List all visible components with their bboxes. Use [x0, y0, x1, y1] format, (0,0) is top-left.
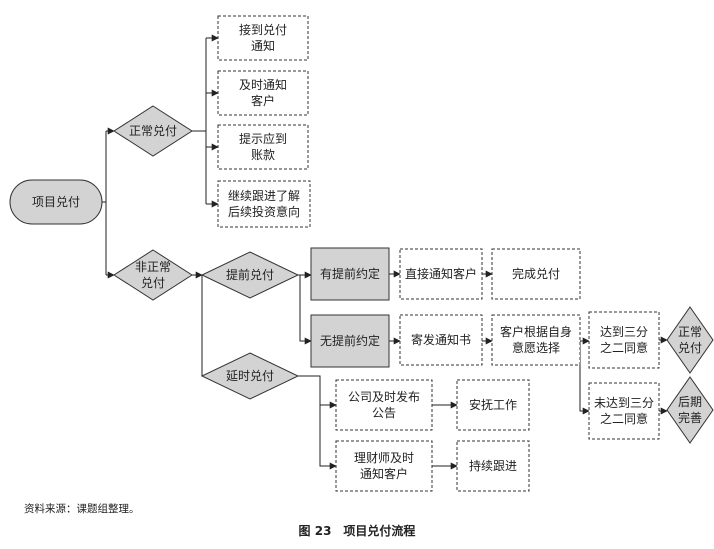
- early-diamond: [200, 251, 300, 299]
- normal-diamond: [113, 105, 193, 157]
- edge-to-planner-notify: [319, 405, 337, 470]
- edge-to-no-agreement: [299, 275, 312, 345]
- root-shape: [9, 179, 103, 225]
- box-receive-notice: [217, 15, 309, 61]
- node-shapes: [9, 15, 714, 492]
- delay-diamond: [200, 352, 300, 400]
- connector-lines: [102, 34, 668, 470]
- box-pacify: [456, 379, 530, 431]
- edge-to-not-two-thirds: [579, 341, 590, 415]
- box-remind-payment: [217, 124, 309, 170]
- box-continue-follow: [456, 440, 530, 492]
- source-note: 资料来源：课题组整理。: [24, 503, 140, 515]
- later-improve-diamond: [666, 376, 714, 444]
- box-two-thirds: [588, 311, 660, 369]
- box-company-notice: [335, 379, 433, 431]
- figure-caption: 图 23 项目兑付流程: [298, 524, 416, 538]
- abnormal-diamond: [113, 249, 193, 301]
- box-not-two-thirds: [588, 382, 660, 440]
- box-client-choice: [491, 314, 581, 366]
- box-has-agreement: [310, 247, 390, 301]
- box-planner-notify: [335, 440, 433, 492]
- edge-to-company-notice: [298, 375, 337, 409]
- box-complete-payment: [491, 248, 581, 300]
- box-send-letter: [399, 314, 483, 366]
- box-direct-notify: [399, 248, 483, 300]
- box-notify-client: [217, 70, 309, 116]
- box-no-agreement: [310, 314, 390, 368]
- normal-result-diamond: [666, 306, 714, 374]
- box-follow-intent: [217, 180, 311, 228]
